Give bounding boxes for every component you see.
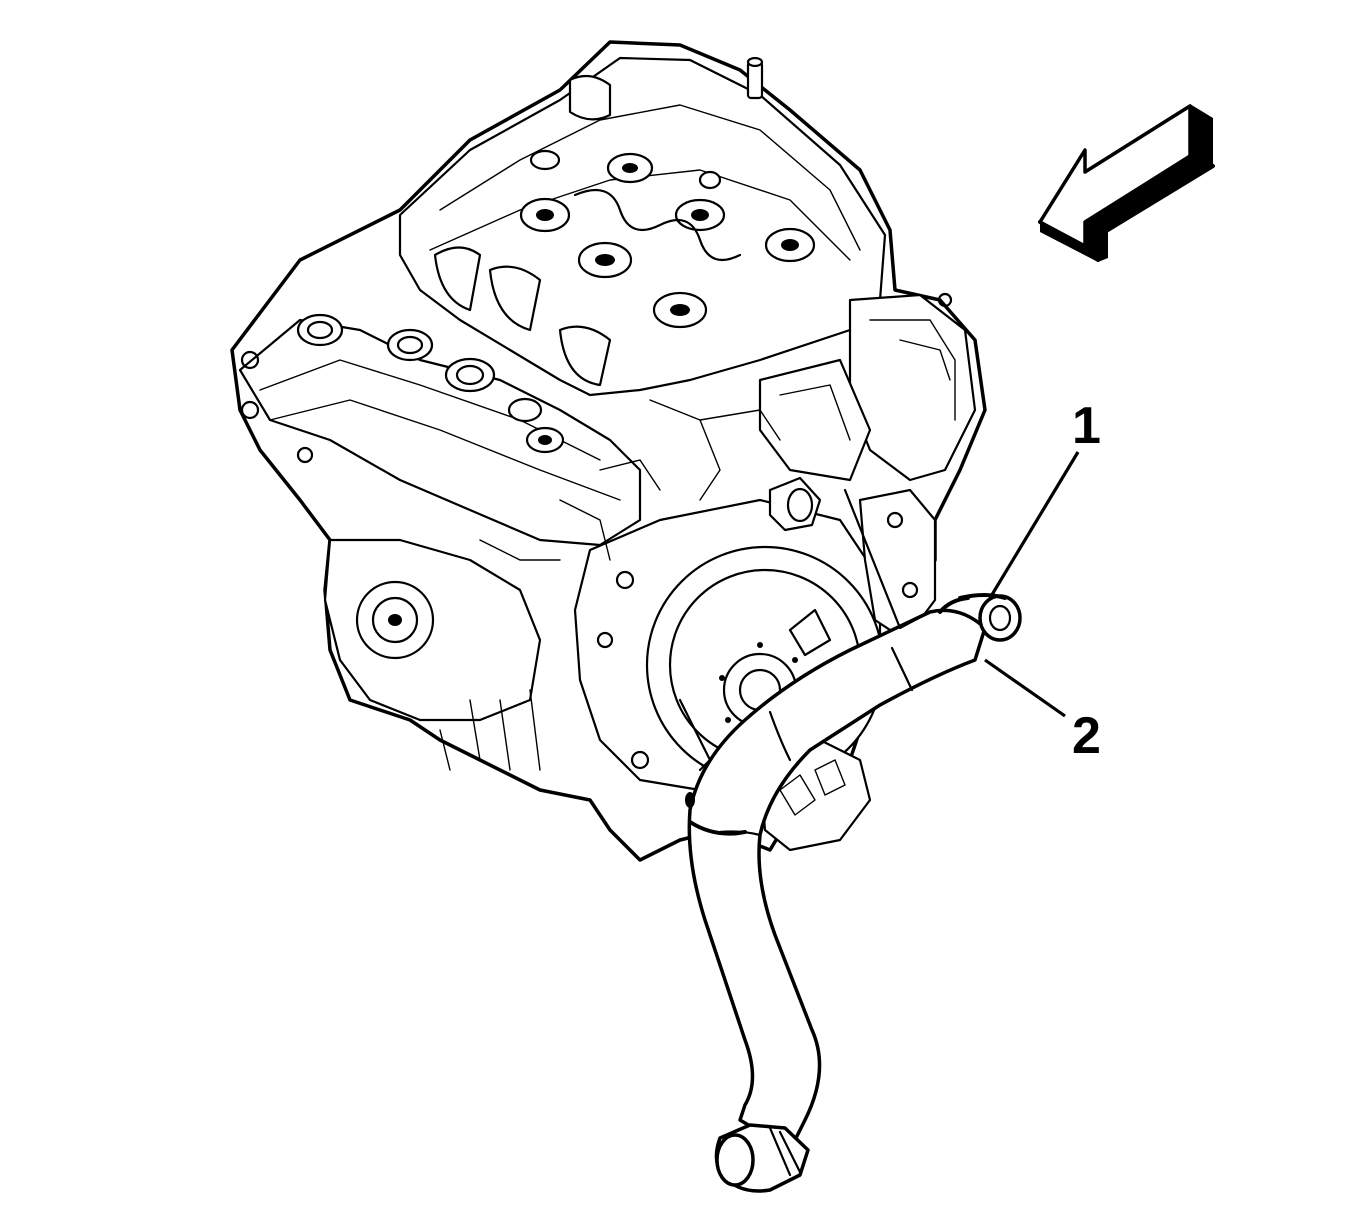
engine-assembly bbox=[230, 40, 987, 862]
callout-1-label: 1 bbox=[1072, 397, 1101, 455]
injector-ports bbox=[296, 313, 565, 454]
callout-2-leader bbox=[984, 658, 1066, 718]
cover-bolt-bosses bbox=[519, 149, 816, 329]
callout-1-leader bbox=[988, 451, 1080, 599]
view-direction-arrow-icon bbox=[1038, 104, 1215, 262]
hose-clamp bbox=[938, 593, 1022, 642]
callout-2-label: 2 bbox=[1072, 707, 1101, 765]
coolant-hose bbox=[685, 608, 987, 1193]
engine-detail-lines bbox=[240, 292, 953, 770]
